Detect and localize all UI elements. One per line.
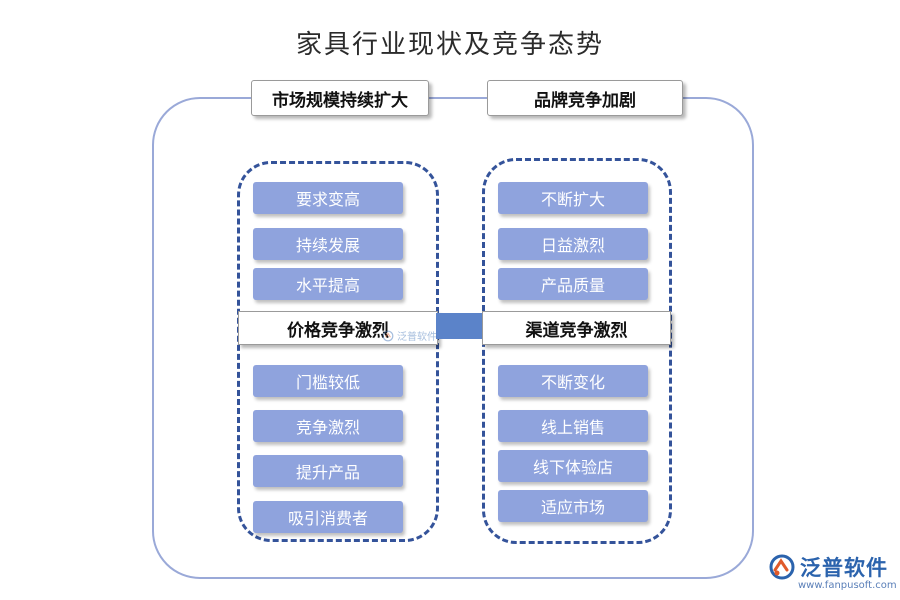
right-item-6: 线下体验店 [498, 450, 648, 482]
brand-logo-icon [769, 554, 795, 580]
price-competition-heading: 价格竞争激烈 [238, 311, 438, 345]
left-item-3: 水平提高 [253, 268, 403, 300]
brand-competition-label: 品牌竞争加剧 [487, 80, 683, 116]
brand-url: www.fanpusoft.com [798, 580, 897, 591]
right-item-4: 不断变化 [498, 365, 648, 397]
channel-competition-group [482, 158, 672, 544]
channel-competition-heading: 渠道竞争激烈 [482, 311, 671, 345]
diagram-title: 家具行业现状及竞争态势 [295, 30, 604, 60]
group-connector [436, 313, 484, 339]
brand-logo: 泛普软件 [768, 552, 888, 582]
watermark-text: 泛普软件 [397, 332, 437, 343]
left-item-4: 门槛较低 [253, 365, 403, 397]
left-item-5: 竞争激烈 [253, 410, 403, 442]
brand-name: 泛普软件 [800, 556, 888, 580]
watermark: 泛普软件 [382, 328, 437, 343]
left-item-2: 持续发展 [253, 228, 403, 260]
right-item-5: 线上销售 [498, 410, 648, 442]
right-item-1: 不断扩大 [498, 182, 648, 214]
right-item-2: 日益激烈 [498, 228, 648, 260]
left-item-6: 提升产品 [253, 455, 403, 487]
right-item-3: 产品质量 [498, 268, 648, 300]
left-item-1: 要求变高 [253, 182, 403, 214]
watermark-logo-icon [382, 330, 394, 341]
left-item-7: 吸引消费者 [253, 501, 403, 533]
market-scale-label: 市场规模持续扩大 [251, 80, 429, 116]
right-item-7: 适应市场 [498, 490, 648, 522]
